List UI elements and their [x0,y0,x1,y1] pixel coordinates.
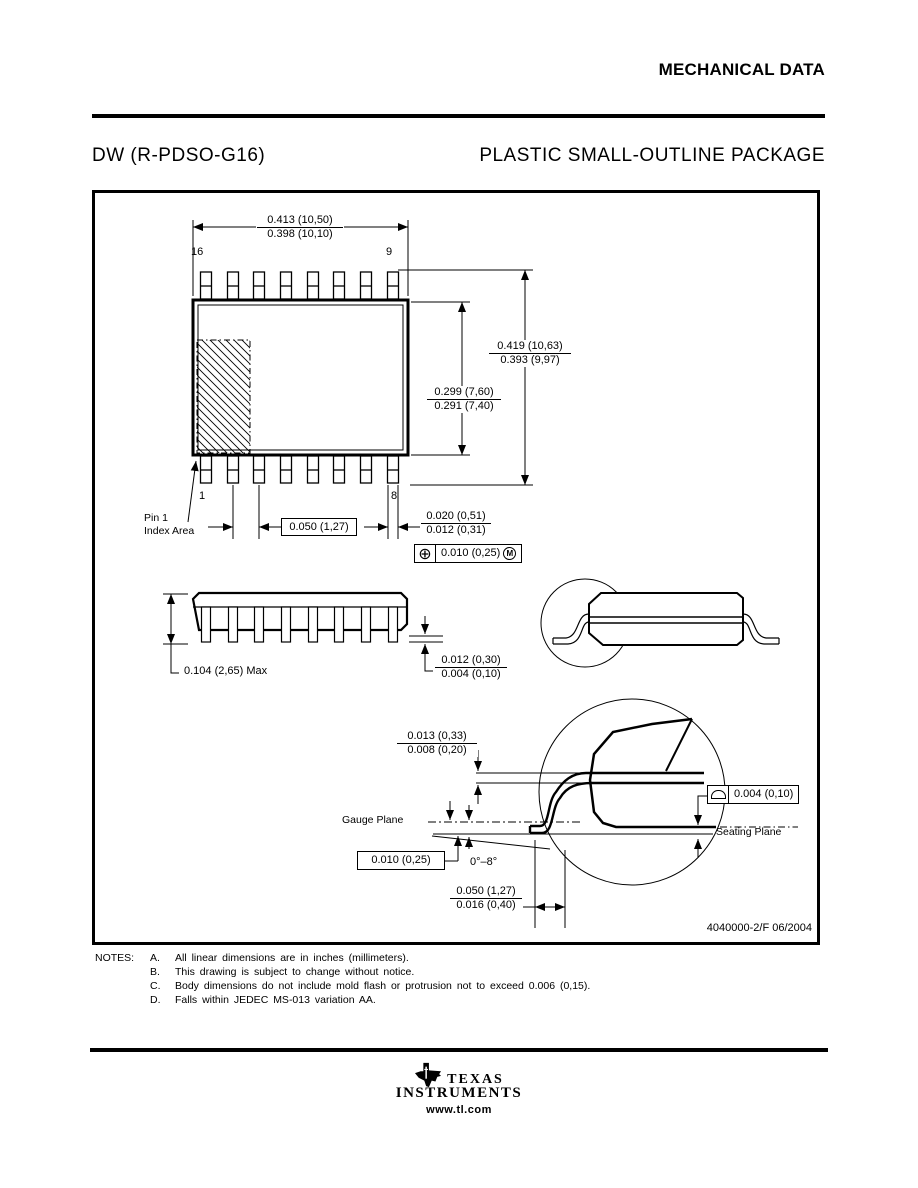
note-item: D. Falls within JEDEC MS-013 variation A… [150,994,376,1006]
dim-gauge-offset: 0.010 (0,25) [357,851,445,870]
dim-lead-width: 0.020 (0,51) 0.012 (0,31) [420,510,492,537]
package-drawing [92,190,820,945]
gauge-plane-label: Gauge Plane [342,814,404,826]
package-description: PLASTIC SMALL-OUTLINE PACKAGE [479,145,825,166]
pin1-index-label: Pin 1 Index Area [144,512,195,537]
pin-number-1: 1 [199,490,206,502]
pin1-index-hatch [196,339,251,454]
dim-body-length: 0.299 (7,60) 0.291 (7,40) [426,386,502,413]
header-rule [92,114,825,118]
ti-texas-logo-icon [415,1062,442,1088]
pin-number-8: 8 [391,490,398,502]
dim-foot-length: 0.050 (1,27) 0.016 (0,40) [449,885,523,912]
position-tolerance-frame: ⊕ 0.010 (0,25) M [414,544,523,563]
pin-number-16: 16 [191,246,204,258]
dim-lead-thickness: 0.013 (0,33) 0.008 (0,20) [396,730,478,757]
seating-plane-label: Seating Plane [716,826,782,838]
dim-lead-angle: 0°–8° [470,856,498,868]
brand-line1: TEXAS [447,1072,504,1087]
footer-brand: TEXAS INSTRUMENTS www.tl.com [0,1062,918,1116]
footer-rule [90,1048,828,1052]
position-symbol-icon: ⊕ [415,545,436,563]
mmc-modifier-icon: M [503,547,517,560]
dim-pitch: 0.050 (1,27) [281,518,357,536]
pin-number-9: 9 [386,246,393,258]
flatness-symbol-icon [708,786,729,803]
note-item: NOTES: A. All linear dimensions are in i… [95,952,409,964]
drawing-frame: 0.413 (10,50) 0.398 (10,10) 0.419 (10,63… [92,190,820,945]
page-title: MECHANICAL DATA [658,60,825,79]
notes-section: NOTES: A. All linear dimensions are in i… [95,951,590,1007]
brand-line2: INSTRUMENTS [395,1085,523,1101]
package-code: DW (R-PDSO-G16) [92,145,266,166]
document-number: 4040000-2/F 06/2004 [706,922,812,934]
dim-tip-span: 0.419 (10,63) 0.393 (9,97) [488,340,572,367]
dim-pin-span: 0.413 (10,50) 0.398 (10,10) [256,214,344,241]
flatness-tolerance-frame: 0.004 (0,10) [707,785,800,804]
note-item: B. This drawing is subject to change wit… [150,966,415,978]
dim-height: 0.104 (2,65) Max [184,665,268,677]
website-url: www.tl.com [426,1104,492,1116]
note-item: C. Body dimensions do not include mold f… [150,980,591,992]
dim-standoff: 0.012 (0,30) 0.004 (0,10) [434,654,508,681]
